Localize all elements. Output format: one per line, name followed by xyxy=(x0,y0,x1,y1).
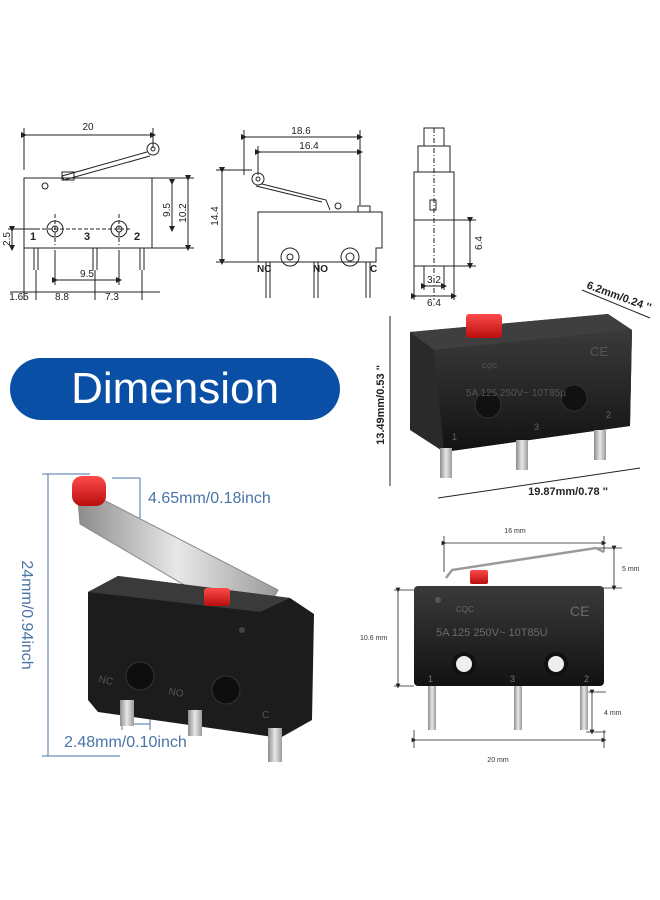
dim-side-width-small: 3.2 xyxy=(427,275,441,286)
photo-depth-label: 6.2mm/0.24 '' xyxy=(585,280,653,315)
terminal-c-label: C xyxy=(370,264,377,275)
photo-height-label: 13.49mm/0.53 '' xyxy=(375,365,387,445)
dim-pin-spacing-a: 8.8 xyxy=(55,292,69,303)
banner-title: Dimension xyxy=(71,364,279,413)
lever-height-label: 5 mm xyxy=(622,566,640,573)
drawing-side-view xyxy=(411,127,476,300)
dim-lever-height: 14.4 xyxy=(210,206,221,226)
roller-pin-gap-label: 2.48mm/0.10inch xyxy=(64,734,187,751)
photo-marking: 5A 125 250V~ 10T85μ xyxy=(466,388,566,399)
terminal-no-label: NO xyxy=(313,264,328,275)
lever-width-bottom-label: 20 mm xyxy=(487,757,509,764)
roller-wheel xyxy=(72,476,106,506)
photo-lever-switch: 16 mm 5 mm 10.6 mm 4 mm 20 mm 5A 125 250… xyxy=(360,528,640,764)
terminal-3-label: 3 xyxy=(84,231,90,243)
drawing-front-view xyxy=(8,128,194,300)
drawing-front-labels: 20 9.5 10.2 2.5 1 3 2 9.5 1.65 8.8 7.3 xyxy=(2,122,189,303)
roller-height-label: 24mm/0.94inch xyxy=(18,560,35,669)
lever-width-top-label: 16 mm xyxy=(504,528,526,535)
terminal-nc-label: NC xyxy=(257,264,271,275)
photo-ce-mark: CE xyxy=(590,344,608,359)
banner-background xyxy=(10,358,340,420)
drawing-lever-labels: 18.6 16.4 14.4 NC NO C xyxy=(210,126,377,275)
dimension-banner: Dimension xyxy=(10,358,340,420)
photo-width-label: 19.87mm/0.78 '' xyxy=(528,486,608,498)
roller-size-label: 4.65mm/0.18inch xyxy=(148,490,271,507)
roller-plunger xyxy=(204,588,230,606)
dim-width-outer: 18.6 xyxy=(291,126,311,137)
roller-label-no: NO xyxy=(167,686,184,700)
lever-marking: 5A 125 250V~ 10T85U xyxy=(436,627,548,639)
dim-pin-spacing-mid: 9.5 xyxy=(80,269,94,280)
photo-basic-switch: 6.2mm/0.24 '' 13.49mm/0.53 '' 19.87mm/0.… xyxy=(375,280,653,499)
lever-terminal-3: 3 xyxy=(510,674,515,684)
lever-terminal-1: 1 xyxy=(428,674,433,684)
photo-terminal-2: 2 xyxy=(606,410,611,420)
lever-pin-height-label: 4 mm xyxy=(604,710,622,717)
dim-pin-left-margin: 1.65 xyxy=(9,292,29,303)
terminal-1-label: 1 xyxy=(30,231,36,243)
photo-terminal-1: 1 xyxy=(452,432,457,442)
photo-terminal-3: 3 xyxy=(534,422,539,432)
lever-body-height-label: 10.6 mm xyxy=(360,635,387,642)
dim-pin-offset: 2.5 xyxy=(2,232,13,246)
dim-height-inner: 9.5 xyxy=(162,203,173,217)
lever-plunger xyxy=(470,570,488,584)
photo-roller-switch: 4.65mm/0.18inch 24mm/0.94inch 2.48mm/0.1… xyxy=(18,473,314,762)
dim-width-inner: 16.4 xyxy=(299,141,319,152)
terminal-2-label: 2 xyxy=(134,231,140,243)
dim-height-outer: 10.2 xyxy=(178,203,189,223)
roller-label-nc: NC xyxy=(97,674,113,688)
dim-side-height: 6.4 xyxy=(474,236,485,250)
drawing-lever-view xyxy=(216,130,383,298)
dim-overall-width: 20 xyxy=(82,122,94,133)
lever-ce-mark: CE xyxy=(570,603,589,619)
dim-pin-spacing-b: 7.3 xyxy=(105,292,119,303)
lever-terminal-2: 2 xyxy=(584,674,589,684)
roller-label-c: C xyxy=(262,710,269,721)
dim-side-width-total: 6.4 xyxy=(427,298,441,309)
drawing-side-labels: 6.4 3.2 6.4 xyxy=(427,236,485,309)
photo-cqc-mark: CQC xyxy=(482,363,498,370)
lever-cqc-mark: CQC xyxy=(456,605,474,614)
photo-plunger xyxy=(466,314,502,338)
